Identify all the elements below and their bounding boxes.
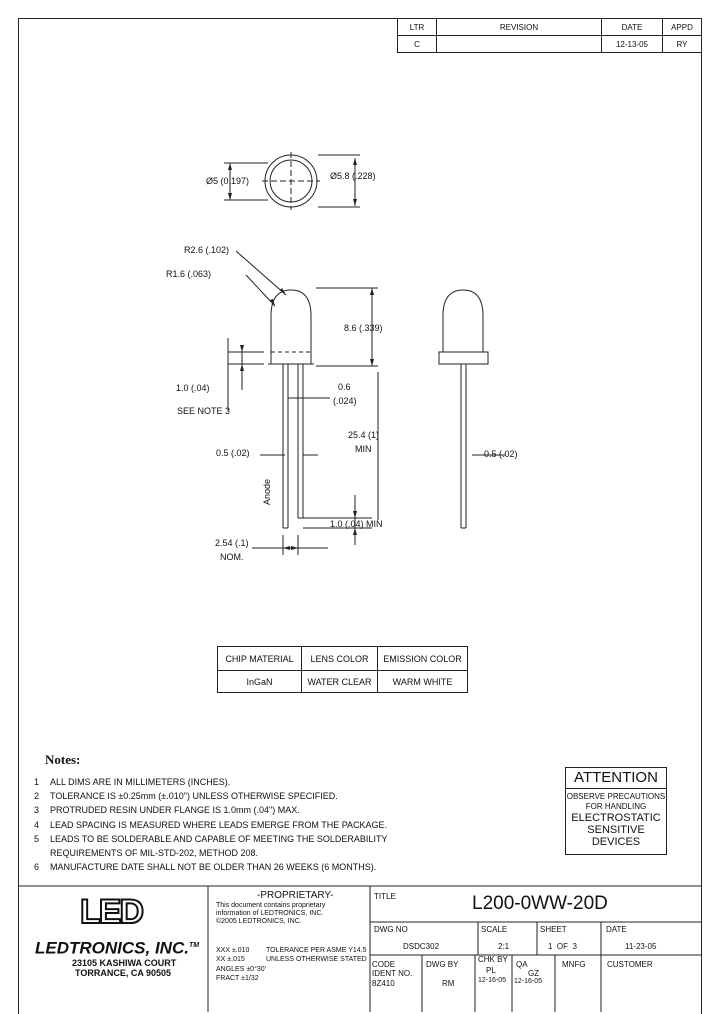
attention-line4: SENSITIVE (587, 824, 645, 836)
attention-line1: OBSERVE PRECAUTIONS (566, 792, 666, 801)
scale: 2:1 (498, 942, 510, 951)
title-label: TITLE (374, 892, 396, 901)
attention-line3: ELECTROSTATIC (571, 812, 661, 824)
dim-lead-length: 25.4 (1) (348, 430, 380, 440)
dim-height: 8.6 (.339) (344, 323, 383, 333)
dim-top-view-right: Ø5.8 (.228) (330, 171, 376, 181)
dim-spacing: 2.54 (.1) (215, 538, 249, 548)
company-address-1: 23105 KASHIWA COURT (72, 958, 177, 968)
sheet-label: SHEET (540, 925, 567, 934)
dim-lead-width: 0.6 (338, 382, 351, 392)
dwg-no-label: DWG NO (374, 925, 408, 934)
dim-flange-height: 1.0 (.04) (176, 383, 210, 393)
qa-label: QA (516, 960, 528, 969)
attention-box: ATTENTION OBSERVE PRECAUTIONS FOR HANDLI… (565, 767, 667, 855)
dim-side-lead-step: 0.5 (.02) (484, 449, 518, 459)
dim-r-outer: R2.6 (.102) (184, 245, 230, 255)
drawing-frame (18, 18, 702, 1014)
tolerance-1: XXX ±.010 (216, 947, 250, 954)
ident-label: IDENT NO. (372, 969, 413, 978)
side-view-flange (438, 351, 489, 365)
rev-appd: RY (662, 35, 702, 53)
drawing-title: L200-0WW-20D (472, 893, 608, 914)
tolerance-note-1: TOLERANCE PER ASME Y14.5 (266, 947, 367, 954)
dim-lead-width-in: (.024) (333, 396, 357, 406)
code-label: CODE (372, 960, 396, 969)
led-mechanical-drawing (224, 152, 505, 555)
tolerance-note-2: UNLESS OTHERWISE STATED (266, 956, 367, 963)
sheet: 1 OF 3 (548, 942, 577, 951)
spec-table: CHIP MATERIAL LENS COLOR EMISSION COLOR … (217, 646, 468, 693)
chk-by-label: CHK BY (478, 955, 508, 964)
mnfg-label: MNFG (562, 960, 586, 969)
dim-spacing-nom: NOM. (220, 552, 244, 562)
attention-line5: DEVICES (591, 836, 641, 848)
dim-r-inner: R1.6 (.063) (166, 269, 212, 279)
attention-title: ATTENTION (566, 768, 666, 789)
code: 8Z410 (372, 979, 395, 988)
company-address-2: TORRANCE, CA 90505 (75, 968, 172, 978)
date: 11-23-05 (625, 942, 657, 951)
tolerance-3: ANGLES ±0°30' (216, 966, 267, 973)
company-logo: LED (79, 892, 145, 932)
scale-label: SCALE (481, 925, 508, 934)
spec-emission: WARM WHITE (377, 670, 468, 693)
dim-top-view-left: Ø5 (0.197) (206, 176, 250, 186)
dwg-by: RM (442, 979, 455, 988)
front-view-led-body (270, 289, 312, 364)
dwg-no: DSDC302 (403, 942, 440, 951)
qa: GZ (528, 969, 540, 978)
revision-table: LTR REVISION DATE APPD C 12-13-05 RY (397, 18, 702, 53)
side-view-led-body (442, 289, 484, 352)
tolerance-2: XX ±.015 (216, 956, 245, 963)
company-name: LEDTRONICS, INC.TM (35, 938, 200, 958)
chk-date: 12-16-05 (478, 977, 507, 984)
dim-see-note: SEE NOTE 3 (177, 406, 231, 416)
dim-lead-length-min: MIN (355, 444, 372, 454)
dwg-by-label: DWG BY (426, 960, 459, 969)
proprietary-line3: ©2005 LEDTRONICS, INC. (216, 918, 302, 925)
customer-label: CUSTOMER (607, 960, 653, 969)
note-item: REQUIREMENTS OF MIL-STD-202, METHOD 208. (50, 847, 259, 858)
proprietary-line1: This document contains proprietary (216, 902, 326, 909)
dim-lead-step: 0.5 (.02) (216, 448, 250, 458)
proprietary-title: -PROPRIETARY- (257, 890, 334, 901)
dim-lead-min: 1.0 (.04) MIN (330, 519, 383, 529)
proprietary-line2: information of LEDTRONICS, INC. (216, 910, 324, 917)
date-label: DATE (606, 925, 627, 934)
tolerance-4: FRACT ±1/32 (216, 975, 259, 982)
chk-by: PL (486, 966, 496, 975)
attention-line2: FOR HANDLING (585, 802, 647, 811)
notes-title: Notes: (45, 752, 81, 767)
qa-date: 12-16-05 (514, 978, 543, 985)
